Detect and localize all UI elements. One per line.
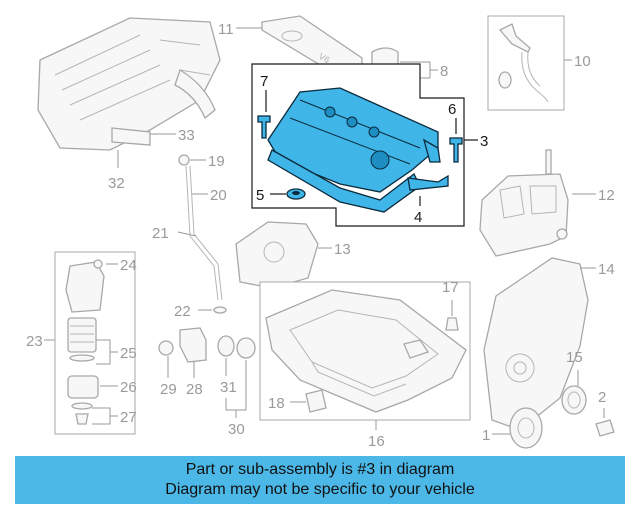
info-banner: Part or sub-assembly is #3 in diagram Di…	[15, 456, 625, 504]
oil-dipstick	[178, 154, 227, 314]
callout-18: 18	[268, 395, 285, 412]
callout-11: 11	[218, 21, 234, 38]
callout-6: 6	[448, 101, 456, 118]
callout-29: 29	[160, 381, 177, 398]
cover-bolt-7	[257, 115, 271, 139]
seal-ring-5	[286, 188, 306, 200]
callout-3: 3	[480, 133, 488, 150]
drain-plug	[217, 335, 256, 359]
exploded-parts-diagram: 33 32 V6 11 8 9 10	[26, 15, 615, 450]
cover-bolt-6	[449, 137, 463, 163]
oil-pump-housing	[479, 149, 569, 257]
callout-4: 4	[414, 209, 422, 226]
callout-33: 33	[178, 127, 195, 144]
front-crank-seal	[561, 385, 587, 415]
valve-cover	[267, 87, 449, 213]
callout-8: 8	[440, 63, 448, 80]
callout-28: 28	[186, 381, 203, 398]
callout-17: 17	[442, 279, 459, 296]
callout-7: 7	[260, 73, 268, 90]
callout-22: 22	[174, 303, 191, 320]
callout-15: 15	[566, 349, 583, 366]
oil-level-sensor	[158, 327, 207, 363]
callout-25: 25	[120, 345, 137, 362]
callout-5: 5	[256, 187, 264, 204]
callout-32: 32	[108, 175, 125, 192]
pan-drain-bolt	[305, 389, 327, 413]
crankshaft-bolt	[595, 419, 615, 437]
banner-line-disclaimer: Diagram may not be specific to your vehi…	[165, 481, 475, 498]
callout-30: 30	[228, 421, 245, 438]
callout-2: 2	[598, 389, 606, 406]
callout-12: 12	[598, 187, 615, 204]
callout-31: 31	[220, 379, 237, 396]
svg-text:V6: V6	[317, 51, 332, 65]
callout-27: 27	[120, 409, 137, 426]
callout-16: 16	[368, 433, 385, 450]
crankshaft-pulley	[509, 407, 543, 449]
callout-26: 26	[120, 379, 137, 396]
oil-pressure-sensor	[445, 317, 459, 331]
callout-1: 1	[482, 427, 490, 444]
callout-23: 23	[26, 333, 43, 350]
callout-14: 14	[598, 261, 615, 278]
callout-20: 20	[210, 187, 227, 204]
breather-hose	[498, 23, 549, 103]
oil-filter-housing	[65, 259, 105, 425]
callout-19: 19	[208, 153, 225, 170]
leader-21	[177, 231, 197, 237]
callout-10: 10	[574, 53, 591, 70]
intake-manifold	[37, 17, 221, 151]
callout-21: 21	[152, 225, 169, 242]
oil-pan	[265, 289, 467, 413]
banner-line-part: Part or sub-assembly is #3 in diagram	[185, 461, 455, 478]
callout-24: 24	[120, 257, 137, 274]
callout-13: 13	[334, 241, 351, 258]
timing-cover-right	[483, 257, 589, 431]
timing-cover-left	[235, 221, 319, 289]
